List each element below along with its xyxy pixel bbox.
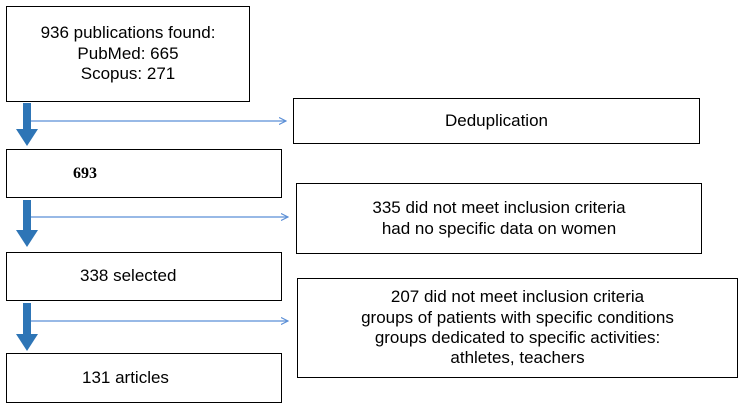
found-line-2: PubMed: 665 (77, 43, 179, 63)
box-deduplication: Deduplication (293, 98, 700, 144)
box-final-articles: 131 articles (6, 353, 282, 403)
down-arrow-2 (16, 200, 38, 247)
down-arrow-1 (16, 103, 38, 146)
selected-label: 338 selected (80, 266, 177, 286)
box-publications-found: 936 publications found: PubMed: 665 Scop… (6, 6, 250, 102)
excluded-1-line-2: had no specific data on women (381, 218, 617, 238)
found-line-1: 936 publications found: (40, 23, 216, 43)
excluded-2-line-3: groups dedicated to specific activities: (374, 328, 661, 347)
down-arrow-3 (16, 303, 38, 351)
after-dedup-count: 693 (73, 164, 97, 182)
excluded-1-line-1: 335 did not meet inclusion criteria (372, 198, 626, 218)
box-excluded-2: 207 did not meet inclusion criteria grou… (297, 278, 738, 378)
found-line-3: Scopus: 271 (80, 64, 176, 84)
excluded-2-line-4: athletes, teachers (450, 348, 585, 368)
dedup-label: Deduplication (444, 110, 548, 130)
excluded-2-line-1: 207 did not meet inclusion criteria (390, 287, 645, 307)
box-after-dedup: 693 (6, 149, 282, 198)
box-excluded-1: 335 did not meet inclusion criteria had … (296, 183, 702, 254)
box-selected: 338 selected (6, 252, 282, 301)
final-label: 131 articles (82, 367, 169, 387)
excluded-2-line-2: groups of patients with specific conditi… (361, 307, 674, 327)
